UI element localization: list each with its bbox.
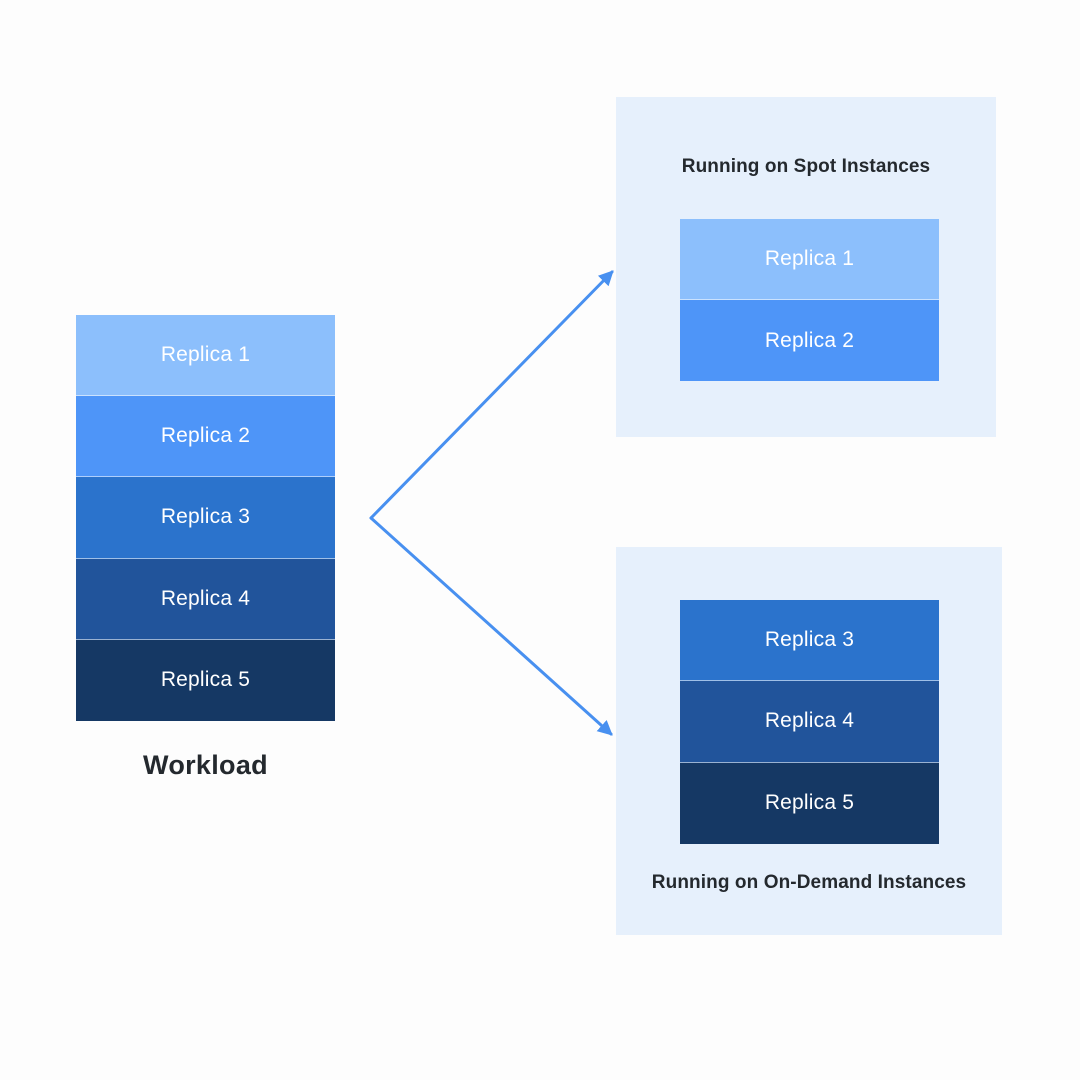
ondemand-replica-4[interactable]: Replica 4 bbox=[680, 681, 939, 763]
workload-replica-stack: Replica 1 Replica 2 Replica 3 Replica 4 … bbox=[76, 315, 335, 721]
workload-replica-2[interactable]: Replica 2 bbox=[76, 396, 335, 478]
spot-replica-1[interactable]: Replica 1 bbox=[680, 219, 939, 300]
spot-replica-2[interactable]: Replica 2 bbox=[680, 300, 939, 381]
workload-replica-5[interactable]: Replica 5 bbox=[76, 639, 335, 721]
workload-replica-1[interactable]: Replica 1 bbox=[76, 315, 335, 397]
workload-label: Workload bbox=[143, 750, 268, 780]
ondemand-replica-3[interactable]: Replica 3 bbox=[680, 600, 939, 682]
workload-replica-4[interactable]: Replica 4 bbox=[76, 558, 335, 640]
ondemand-replica-5[interactable]: Replica 5 bbox=[680, 762, 939, 844]
workload-replica-3[interactable]: Replica 3 bbox=[76, 477, 335, 559]
ondemand-instances-title: Running on On-Demand Instances bbox=[651, 872, 967, 893]
ondemand-replica-stack: Replica 3 Replica 4 Replica 5 bbox=[680, 600, 939, 844]
spot-replica-stack: Replica 1 Replica 2 bbox=[680, 219, 939, 381]
arrow-to-ondemand bbox=[369, 516, 613, 736]
spot-instances-title: Running on Spot Instances bbox=[681, 156, 931, 177]
arrow-to-spot bbox=[369, 270, 614, 520]
